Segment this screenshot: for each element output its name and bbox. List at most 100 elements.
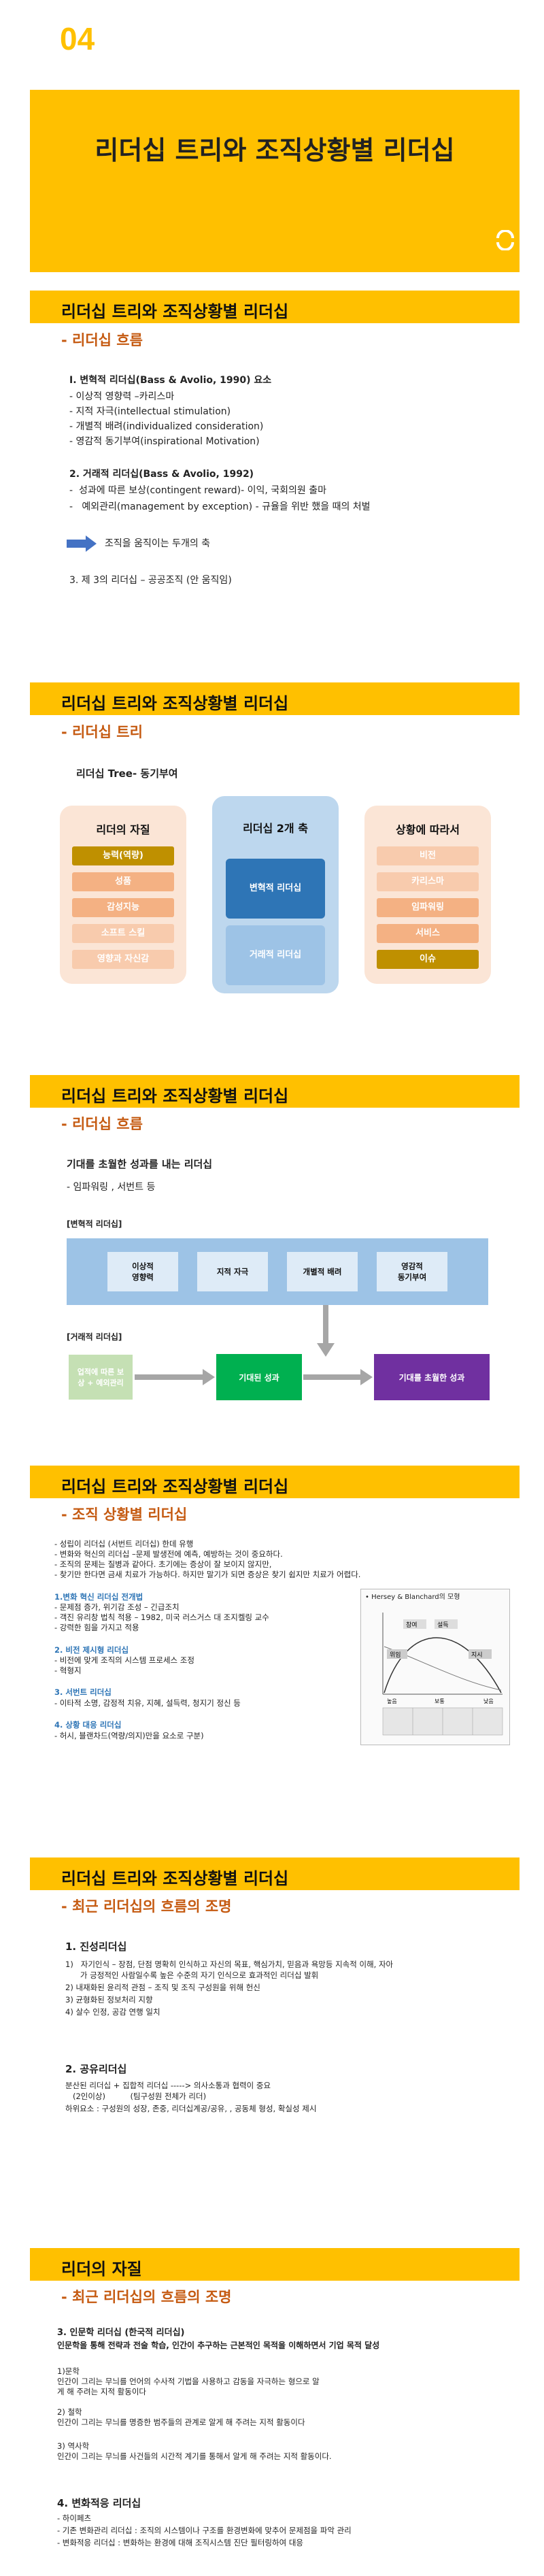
transactional-box: 거래적 리더십 bbox=[226, 925, 325, 985]
axis-label: 낮음 bbox=[483, 1698, 494, 1704]
section-subtitle: - 리더십 흐름 bbox=[61, 332, 143, 348]
qualities-card: 리더의 자질 능력(역량) 성품 감성지능 소프트 스킬 영향과 자신감 bbox=[60, 806, 186, 984]
block-line: - 혁형지 bbox=[54, 1666, 82, 1675]
list-item: - 영감적 동기부여(inspirational Motivation) bbox=[69, 436, 260, 447]
situation-card: 상황에 따라서 비전 카리스마 임파워링 서비스 이슈 bbox=[364, 806, 491, 984]
axis-label: 높음 bbox=[387, 1698, 397, 1704]
block-line: - 강력한 힘을 가지고 적용 bbox=[54, 1623, 139, 1632]
intro-line: - 변화와 혁신의 리더십 –문제 발생전에 예측, 예방하는 것이 중요하다. bbox=[54, 1549, 283, 1559]
section-subtitle: - 최근 리더십의 흐름의 조명 bbox=[61, 2289, 232, 2305]
section-title: 리더십 트리와 조직상황별 리더십 bbox=[61, 1087, 289, 1106]
cover-title: 리더십 트리와 조직상황별 리더십 bbox=[95, 135, 455, 165]
section-bar: 리더십 트리와 조직상황별 리더십 bbox=[30, 1075, 520, 1108]
heading: 3. 인문학 리더십 (한국적 리더십) bbox=[57, 2328, 185, 2338]
list-item: - 변화적응 리더십 : 변화하는 환경에 대해 조직시스템 진단 필터링하여 … bbox=[57, 2538, 303, 2547]
list-item: 4) 살수 인정, 공감 연행 일치 bbox=[65, 2007, 160, 2017]
heading: 3. 제 3의 리더십 – 공공조직 (안 움직임) bbox=[69, 575, 232, 586]
card-title: 리더십 2개 축 bbox=[243, 822, 308, 835]
block-title: 4. 상황 대응 리더십 bbox=[54, 1720, 122, 1730]
situation-pill: 임파워링 bbox=[377, 898, 479, 917]
list-item: - 기존 변화관리 리더십 : 조직의 시스템이나 구조를 환경변화에 맞추어 … bbox=[57, 2526, 352, 2535]
axis-label: 보통 bbox=[435, 1698, 445, 1704]
section-bar: 리더의 자질 bbox=[30, 2248, 520, 2281]
quality-pill: 영향과 자신감 bbox=[72, 950, 174, 969]
list-item: 1) 자기인식 – 장점, 단점 명확히 인식하고 자신의 목표, 핵심가치, … bbox=[65, 1960, 394, 1969]
list-item: 인간이 그리는 무늬를 명증한 범주들의 관계로 알게 해 주려는 지적 활동이… bbox=[57, 2417, 305, 2427]
block-title: 1.변화 혁신 리더십 전개법 bbox=[54, 1592, 143, 1602]
quadrant-label: 지시 bbox=[471, 1651, 483, 1659]
block-title: 2. 비전 제시형 리더십 bbox=[54, 1645, 129, 1655]
arrow-right-icon bbox=[67, 535, 97, 552]
heading: I. 변혁적 리더십(Bass & Avolio, 1990) 요소 bbox=[69, 375, 272, 386]
trans-item-box: 이상적 영향력 bbox=[107, 1252, 178, 1291]
block-line: - 비전에 맞게 조직의 시스템 프로세스 조정 bbox=[54, 1655, 194, 1665]
situation-pill: 카리스마 bbox=[377, 872, 479, 891]
quadrant-label: 위임 bbox=[390, 1651, 401, 1659]
hersey-blanchard-figure: • Hersey & Blanchard의 모형 참여 설득 위임 지시 높음 … bbox=[360, 1589, 510, 1745]
list-item: - 개별적 배려(individualized consideration) bbox=[69, 421, 264, 432]
flow-box-expected: 기대된 성과 bbox=[216, 1354, 302, 1400]
cover-banner bbox=[30, 90, 520, 272]
card-title: 리더의 자질 bbox=[96, 823, 150, 836]
swirl-icon bbox=[31, 299, 49, 320]
figure-title: • Hersey & Blanchard의 모형 bbox=[365, 1594, 460, 1601]
quality-pill: 감성지능 bbox=[72, 898, 174, 917]
arrow-down-icon bbox=[317, 1305, 335, 1357]
list-item: 3) 균형화된 정보처리 지향 bbox=[65, 1995, 153, 2004]
flow-box-reward: 업적에 따른 보 상 + 예외관리 bbox=[68, 1354, 133, 1400]
list-item: - 이상적 영향력 –카리스마 bbox=[69, 391, 175, 402]
heading: 2. 거래적 리더십(Bass & Avolio, 1992) bbox=[69, 469, 254, 480]
section-bar: 리더십 트리와 조직상황별 리더십 bbox=[30, 1857, 520, 1890]
heading: 기대를 초월한 성과를 내는 리더십 bbox=[67, 1158, 213, 1170]
flow-box-beyond: 기대를 초월한 성과 bbox=[374, 1354, 490, 1400]
section-subtitle: - 조직 상황별 리더십 bbox=[61, 1506, 188, 1523]
heading: 4. 변화적응 리더십 bbox=[57, 2497, 141, 2509]
tree-title: 리더십 Tree- 동기부여 bbox=[76, 767, 178, 780]
arrow-right-icon bbox=[303, 1369, 373, 1385]
block-line: - 이타적 소명, 감정적 치유, 지혜, 설득력, 청지기 정신 등 bbox=[54, 1698, 241, 1708]
section-subtitle: - 최근 리더십의 흐름의 조명 bbox=[61, 1898, 232, 1915]
block-line: - 객진 유리창 법칙 적용 – 1982, 미국 러스거스 대 조지켈링 교수 bbox=[54, 1613, 269, 1622]
axes-card: 리더십 2개 축 변혁적 리더십 거래적 리더십 bbox=[212, 796, 339, 993]
list-item: - 지적 자극(intellectual stimulation) bbox=[69, 406, 231, 417]
list-item: 하위요소 : 구성원의 성장, 존중, 리더십계공/공유, , 공동체 형성, … bbox=[65, 2104, 317, 2113]
section-bar: 리더십 트리와 조직상황별 리더십 bbox=[30, 291, 520, 323]
trans-item-box: 영감적 동기부여 bbox=[377, 1252, 447, 1291]
intro-line: - 조직의 문제는 질병과 같아다. 초기에는 증상이 잘 보이지 않지만, bbox=[54, 1559, 272, 1569]
arrow-right-icon bbox=[135, 1369, 215, 1385]
section-bar: 리더십 트리와 조직상황별 리더십 bbox=[30, 682, 520, 715]
swirl-icon bbox=[31, 2257, 49, 2277]
list-item: 인간이 그리는 무늬를 사건들의 시간적 계기를 통해서 알게 해 주려는 지적… bbox=[57, 2451, 332, 2461]
section-subtitle: - 리더십 트리 bbox=[61, 724, 143, 740]
heading: 2. 공유리더십 bbox=[65, 2063, 127, 2075]
quality-pill: 성품 bbox=[72, 872, 174, 891]
list-item: 1)문학 bbox=[57, 2366, 80, 2376]
list-item: 분산된 리더십 + 집합적 리더십 -----> 의사소통과 협력이 중요 bbox=[65, 2081, 271, 2090]
heading: 1. 진성리더십 bbox=[65, 1941, 127, 1953]
block-title: 3. 서번트 리더십 bbox=[54, 1687, 112, 1697]
swirl-icon bbox=[31, 691, 49, 712]
cover-number: 04 bbox=[60, 21, 95, 56]
diagram-label: [거래적 리더십] bbox=[67, 1332, 122, 1342]
block-line: - 허시, 블랜차드(역량/의지)만을 요소로 구분) bbox=[54, 1731, 204, 1740]
intro-line: - 찾기만 한다면 금새 치료가 가능하다. 하지만 말기가 되면 증상은 찾기… bbox=[54, 1570, 361, 1579]
intro-line: - 성립이 리더십 (서번트 리더십) 한데 유행 bbox=[54, 1539, 194, 1549]
swirl-icon bbox=[31, 1084, 49, 1104]
curve-diagram: 참여 설득 위임 지시 높음 보통 낮음 bbox=[382, 1613, 503, 1736]
diagram-label: [변혁적 리더십] bbox=[67, 1219, 122, 1229]
section-title: 리더의 자질 bbox=[61, 2260, 142, 2279]
quadrant-label: 설득 bbox=[437, 1621, 449, 1629]
swirl-icon bbox=[496, 230, 514, 250]
arrow-caption: 조직을 움직이는 두개의 축 bbox=[105, 538, 211, 549]
card-title: 상황에 따라서 bbox=[396, 823, 460, 836]
list-item: (2인이상) (팀구성원 전체가 리더) bbox=[65, 2092, 207, 2101]
situation-pill: 비전 bbox=[377, 846, 479, 865]
quality-pill: 능력(역량) bbox=[72, 846, 174, 865]
list-item: 인간이 그리는 무늬를 언어의 수사적 기법을 사용하고 감동을 자극하는 형으… bbox=[57, 2377, 320, 2386]
quadrant-label: 참여 bbox=[406, 1621, 418, 1629]
list-item: 2) 내재화된 윤리적 관점 – 조직 및 조직 구성원을 위해 헌신 bbox=[65, 1983, 260, 1992]
swirl-icon bbox=[31, 1866, 49, 1887]
situation-pill: 서비스 bbox=[377, 924, 479, 943]
list-item: - 예외관리(management by exception) - 규율을 위반… bbox=[69, 501, 371, 512]
situation-pill: 이슈 bbox=[377, 950, 479, 969]
